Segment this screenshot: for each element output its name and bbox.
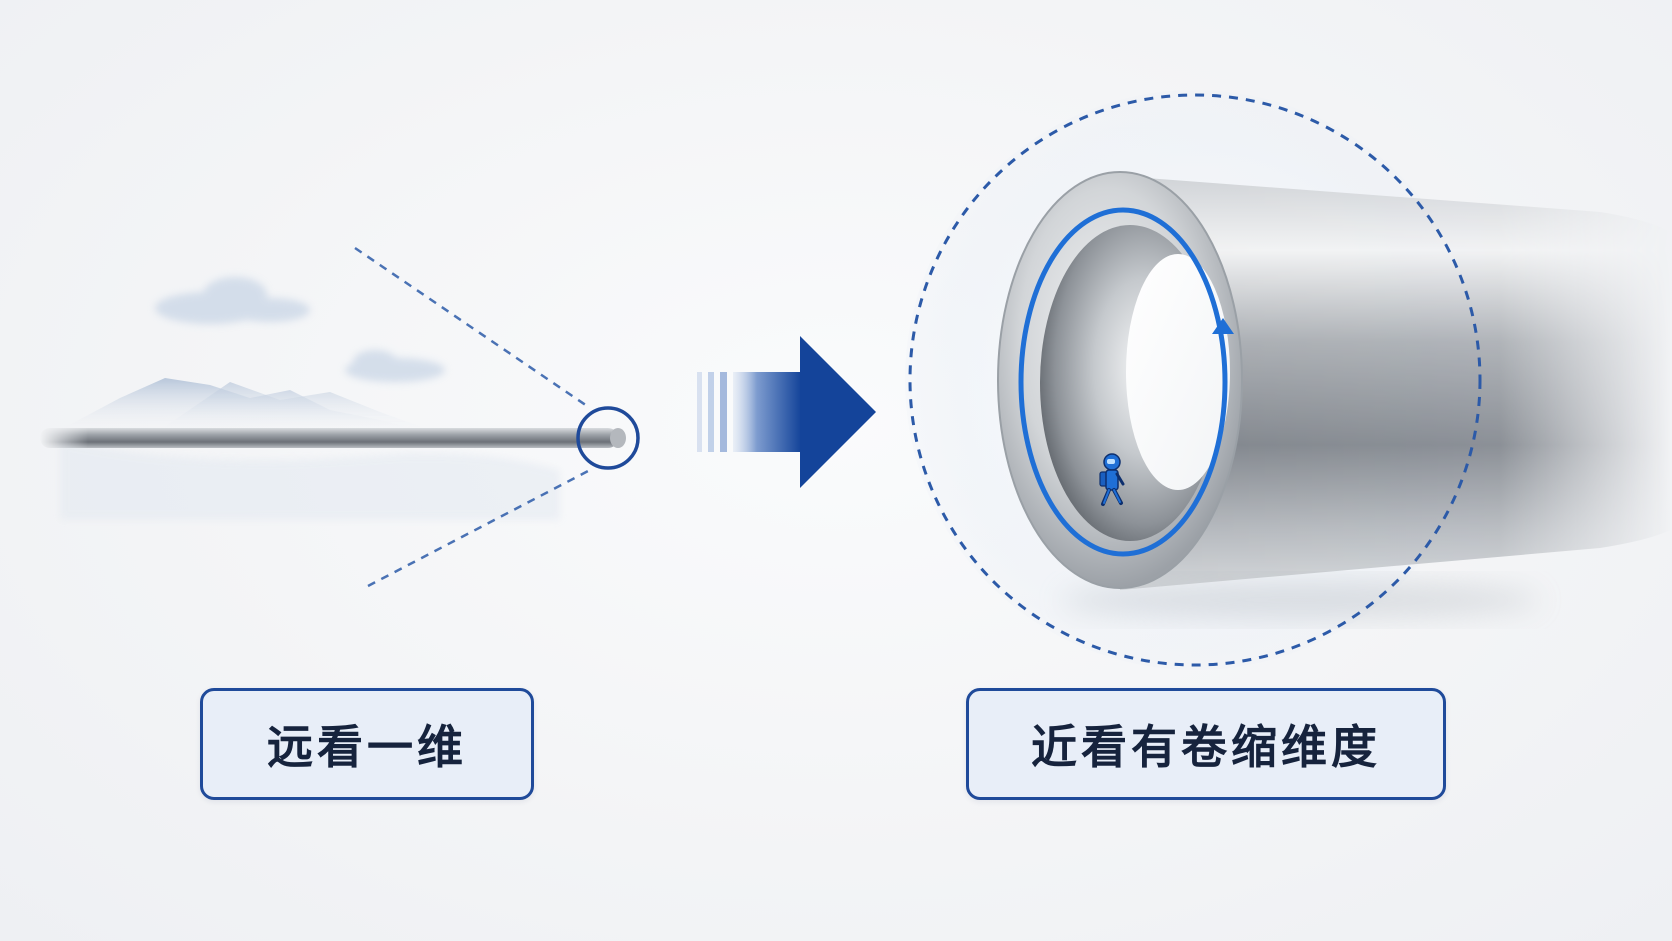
- tube-body: [1120, 176, 1670, 590]
- near-view-label: 近看有卷缩维度: [966, 688, 1446, 800]
- circular-arrow-icon: [1018, 207, 1234, 557]
- cloud-shapes: [155, 277, 445, 382]
- viewing-cone: [354, 246, 591, 588]
- zoom-dashed-circle: [908, 93, 1482, 667]
- rod-end-cap: [610, 428, 626, 448]
- mountain-landscape: [60, 378, 560, 520]
- far-view-label: 远看一维: [200, 688, 534, 800]
- thin-rod: [40, 428, 618, 448]
- astronaut-icon: [1099, 453, 1125, 506]
- magnify-circle: [576, 406, 640, 470]
- arrow-right-icon: [697, 336, 876, 488]
- tube-ground-shadow: [1060, 582, 1540, 618]
- tube-hole: [1126, 254, 1230, 490]
